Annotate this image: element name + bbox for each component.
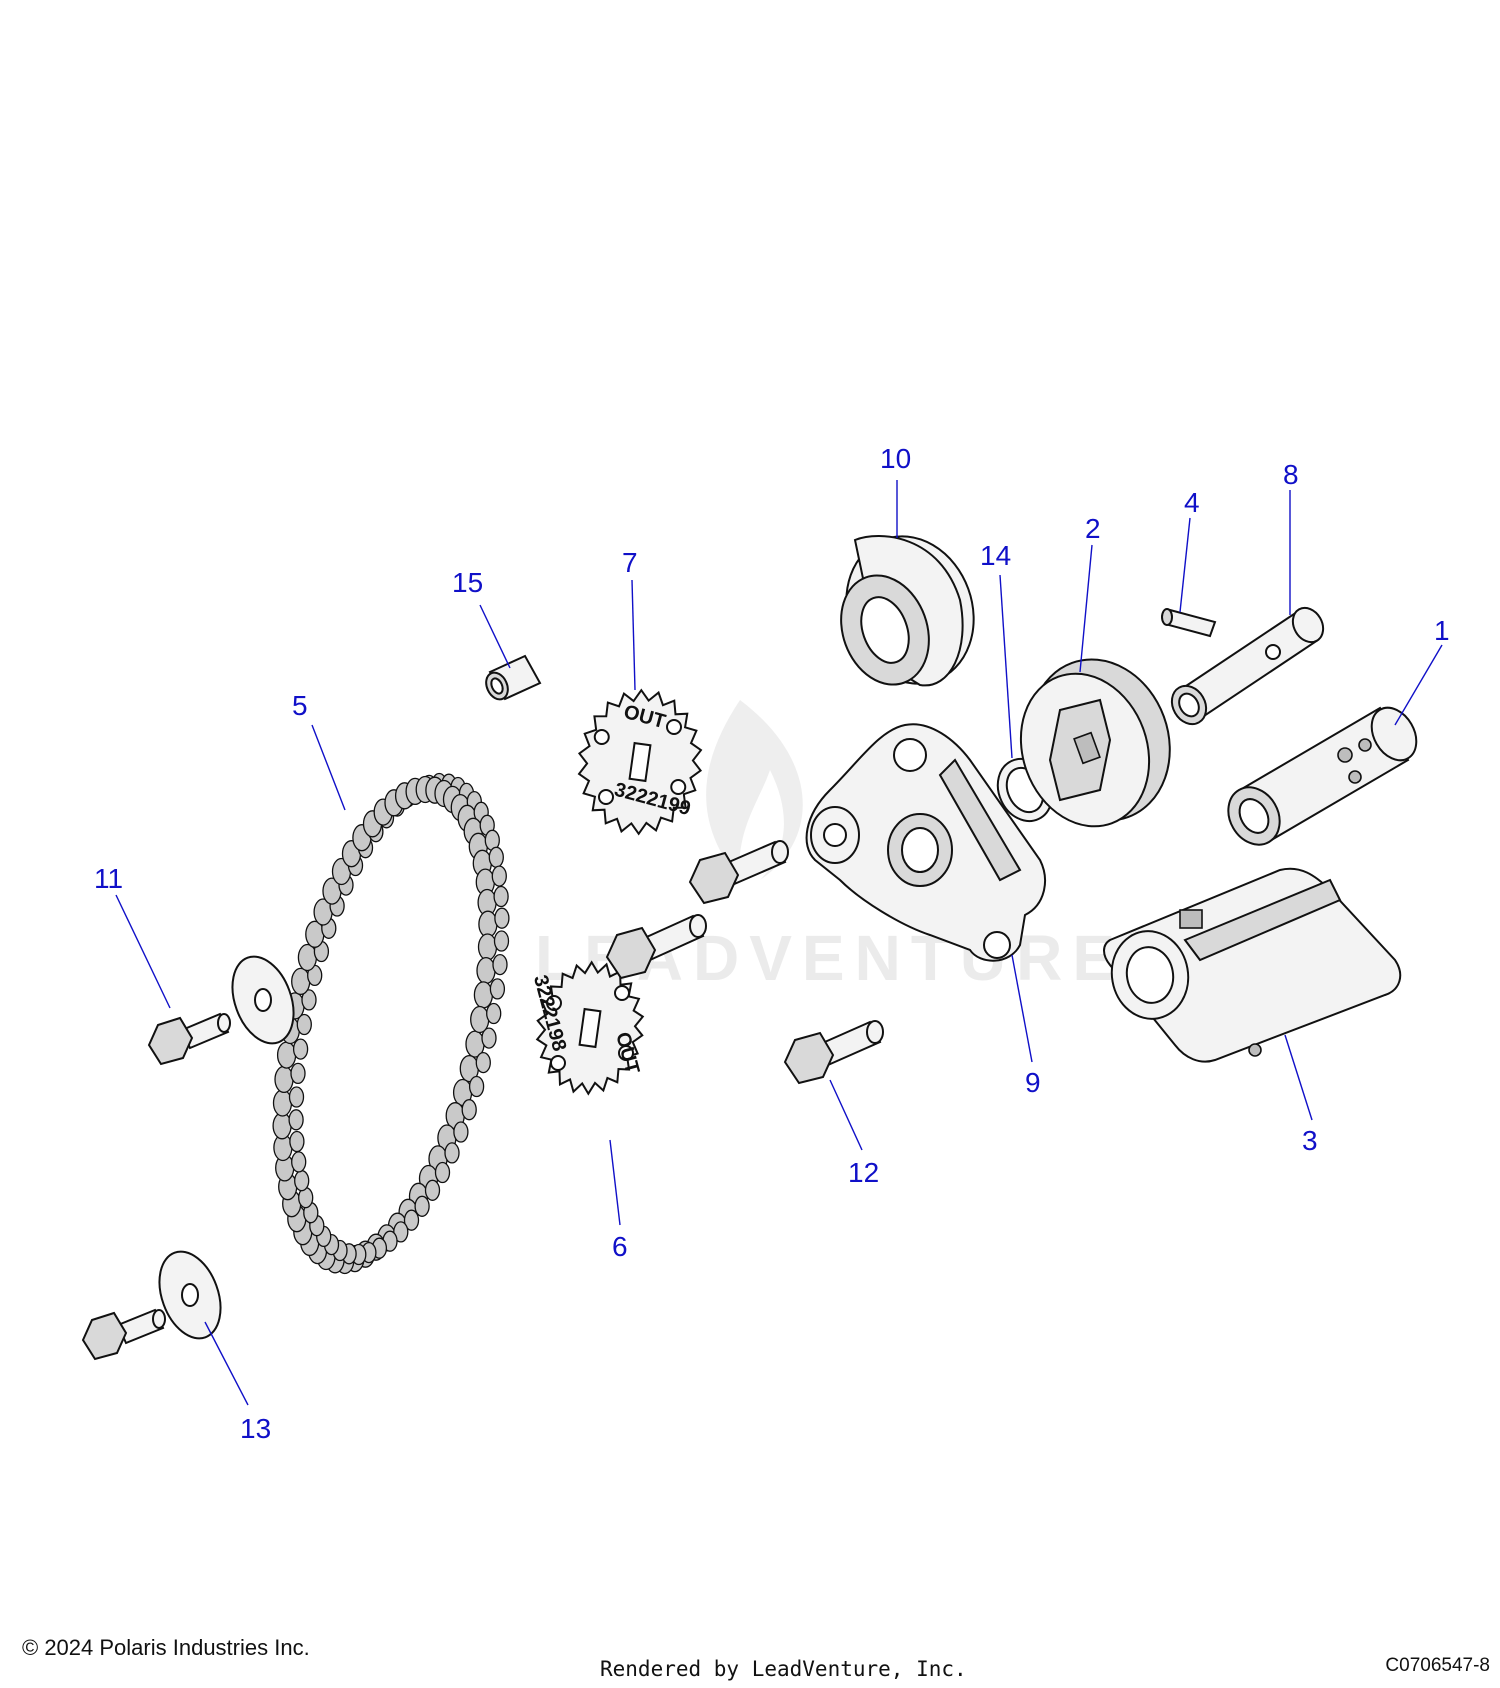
- chain-link: [272, 1112, 292, 1140]
- chain-link: [292, 1038, 309, 1060]
- chain-link: [473, 981, 494, 1009]
- part-5-chain[interactable]: [272, 772, 510, 1275]
- part-1-valve[interactable]: [1218, 700, 1425, 854]
- part-4-pin[interactable]: [1161, 608, 1217, 638]
- sprocket-hole: [666, 719, 682, 735]
- callout-4: 4: [1184, 487, 1200, 518]
- sprocket-hole: [670, 779, 687, 795]
- callout-10: 10: [880, 443, 911, 474]
- chain-link: [290, 1062, 306, 1085]
- chain-link: [414, 1195, 430, 1217]
- callout-1: 1: [1434, 615, 1450, 646]
- sprocket-hub: [628, 741, 652, 783]
- chain-link: [274, 1065, 294, 1094]
- sprocket-hole: [593, 729, 610, 745]
- chain-link: [493, 885, 509, 908]
- chain-link: [393, 1221, 409, 1243]
- callout-6: 6: [612, 1231, 628, 1262]
- callout-7: 7: [622, 547, 638, 578]
- chain-link: [294, 1170, 310, 1192]
- sprocket-hole: [550, 1055, 566, 1071]
- part-10-bushing[interactable]: [826, 518, 994, 701]
- callout-15: 15: [452, 567, 483, 598]
- sprocket-hole: [598, 789, 614, 805]
- callout-8: 8: [1283, 459, 1299, 490]
- copyright-text: © 2024 Polaris Industries Inc.: [22, 1635, 310, 1660]
- chain-link: [288, 1086, 305, 1108]
- sprocket-hole: [618, 1045, 634, 1061]
- chain-link: [296, 1013, 312, 1036]
- callout-2: 2: [1085, 513, 1101, 544]
- part-7-sprocket-upper[interactable]: OUT 3222199: [569, 683, 710, 841]
- callout-12: 12: [848, 1157, 879, 1188]
- chain-link: [488, 846, 504, 868]
- callout-3: 3: [1302, 1125, 1318, 1156]
- part-8-shaft[interactable]: [1165, 602, 1329, 730]
- part-washer-upper[interactable]: [221, 948, 304, 1052]
- chain-link: [476, 956, 496, 985]
- chain-link: [494, 907, 510, 929]
- callout-13: 13: [240, 1413, 271, 1444]
- sprocket-hole: [614, 985, 630, 1001]
- chain-link: [461, 1099, 477, 1121]
- callout-5: 5: [292, 690, 308, 721]
- chain-link: [291, 1151, 307, 1173]
- chain-link: [453, 1121, 469, 1143]
- part-13-bolt[interactable]: [81, 1308, 166, 1361]
- chain-link: [444, 1142, 460, 1164]
- part-sprocket-bolt-lower[interactable]: [605, 914, 707, 980]
- chain-link: [491, 865, 507, 887]
- chain-link: [276, 1041, 297, 1069]
- sprocket-hub: [578, 1007, 602, 1049]
- part-11-bolt[interactable]: [147, 1012, 231, 1066]
- chain-link: [424, 1179, 441, 1201]
- chain-link: [492, 953, 508, 976]
- chain-link: [470, 1005, 490, 1034]
- rendered-by-text: Rendered by LeadVenture, Inc.: [600, 1657, 967, 1681]
- chain-link: [272, 1089, 293, 1117]
- part-9-pump-housing[interactable]: [805, 723, 1046, 962]
- part-3-oil-pickup[interactable]: [1103, 867, 1402, 1063]
- chain-link: [481, 1027, 497, 1049]
- chain-link: [486, 1002, 502, 1025]
- chain-link: [477, 933, 498, 961]
- part-6-sprocket-lower[interactable]: 3222198 OUT: [529, 956, 652, 1100]
- chain-link: [297, 943, 318, 972]
- part-12-bolt[interactable]: [783, 1020, 884, 1085]
- chain-link: [489, 978, 506, 1000]
- chain-link: [291, 967, 311, 996]
- part-13-washer[interactable]: [148, 1243, 231, 1347]
- chain-link: [478, 910, 498, 938]
- part-sprocket-bolt-upper[interactable]: [688, 840, 789, 905]
- callout-9: 9: [1025, 1067, 1041, 1098]
- part-2-rotor[interactable]: [1000, 640, 1192, 845]
- part-15-dowel[interactable]: [482, 654, 542, 703]
- chain-link: [403, 1209, 420, 1231]
- callout-labels: 1 2 3 4 5 6 7 8 9 10 11 12 13 14 15: [94, 443, 1450, 1444]
- sprocket-hole: [546, 995, 562, 1011]
- callout-11: 11: [94, 863, 123, 894]
- chain-link: [301, 989, 317, 1011]
- chain-link: [493, 930, 510, 952]
- chain-link: [288, 1109, 304, 1131]
- chain-link: [289, 1130, 305, 1153]
- chain-link: [468, 1075, 485, 1098]
- chain-link: [434, 1161, 451, 1184]
- leader-lines: [115, 480, 1443, 1406]
- chain-link: [475, 1051, 491, 1074]
- diagram-code: C0706547-8: [1385, 1655, 1490, 1676]
- callout-14: 14: [980, 540, 1011, 571]
